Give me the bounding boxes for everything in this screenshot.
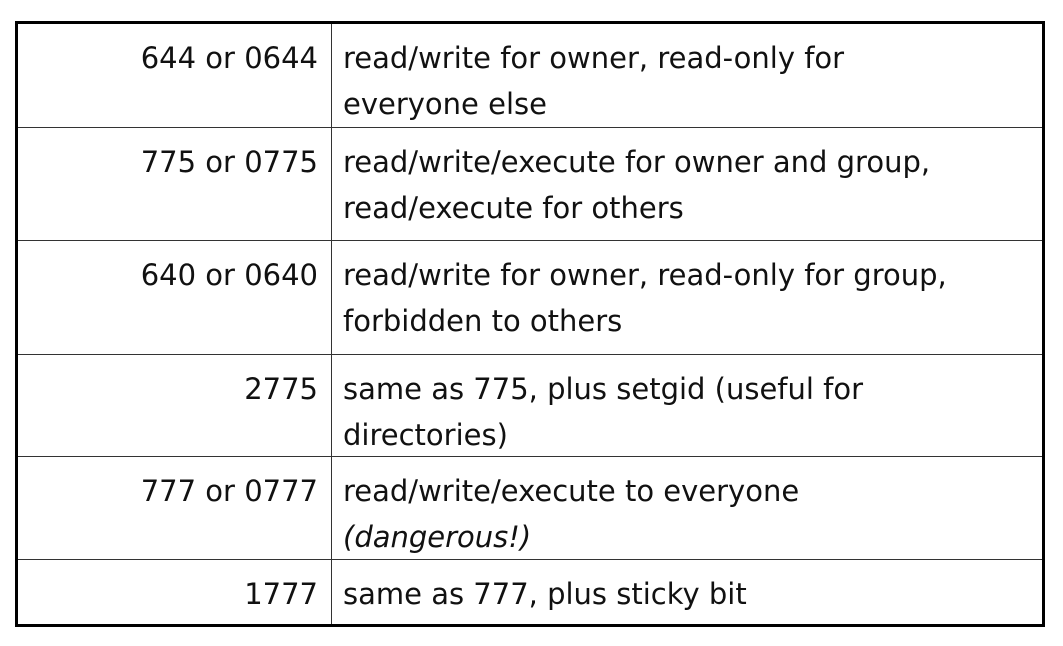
description-line: same as 777, plus sticky bit [343,577,747,611]
mode-cell: 644 or 0644 [18,24,332,127]
description-line: read/write/execute to everyone [343,474,800,508]
permissions-table: 644 or 0644 read/write for owner, read-o… [15,21,1045,627]
description-cell: read/write for owner, read-only for grou… [332,241,1042,354]
mode-cell: 2775 [18,355,332,456]
description-line: forbidden to others [343,304,623,338]
description-cell: same as 777, plus sticky bit [332,560,1042,624]
table-row: 1777 same as 777, plus sticky bit [18,560,1042,624]
description-cell: read/write for owner, read-only for ever… [332,24,1042,127]
description-cell: read/write/execute for owner and group, … [332,128,1042,240]
mode-cell: 640 or 0640 [18,241,332,354]
table-row: 2775 same as 775, plus setgid (useful fo… [18,355,1042,457]
description-line: read/write for owner, read-only for [343,41,845,75]
warning-note: (dangerous!) [343,520,532,554]
description-line: read/write/execute for owner and group, [343,145,931,179]
description-line: read/execute for others [343,191,684,225]
description-cell: same as 775, plus setgid (useful for dir… [332,355,1042,456]
mode-cell: 1777 [18,560,332,624]
description-cell: read/write/execute to everyone (dangerou… [332,457,1042,559]
table-row: 777 or 0777 read/write/execute to everyo… [18,457,1042,560]
description-line: same as 775, plus setgid (useful for [343,372,864,406]
table-row: 775 or 0775 read/write/execute for owner… [18,128,1042,241]
description-line: everyone else [343,87,547,121]
mode-cell: 775 or 0775 [18,128,332,240]
description-line: read/write for owner, read-only for grou… [343,258,947,292]
description-line: directories) [343,418,508,452]
table-row: 644 or 0644 read/write for owner, read-o… [18,24,1042,128]
mode-cell: 777 or 0777 [18,457,332,559]
table-row: 640 or 0640 read/write for owner, read-o… [18,241,1042,355]
